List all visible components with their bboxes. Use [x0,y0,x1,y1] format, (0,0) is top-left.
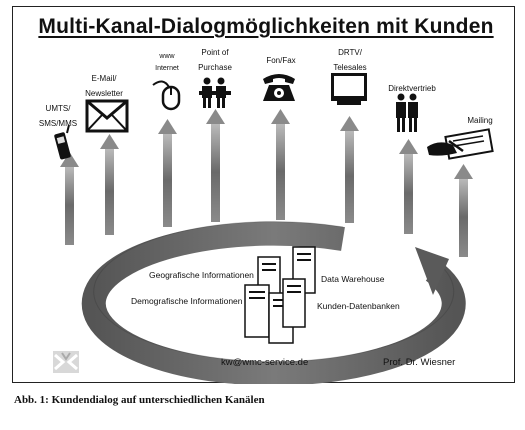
channel-arrows [60,109,473,257]
figure-frame: Multi-Kanal-Dialogmöglichkeiten mit Kund… [12,6,515,384]
label-umts: UMTS/SMS/MMS [38,104,78,128]
caption-label: Abb. 1: [14,394,49,406]
label-email: E-Mail/Newsletter [85,74,123,98]
diagram-canvas [53,73,494,384]
label-demografische-informationen: Demografische Informationen [131,296,243,306]
label-geografische-informationen: Geografische Informationen [149,270,254,280]
arrow-internet [158,119,177,227]
caption-text: Kundendialog auf unterschiedlichen Kanäl… [51,394,265,406]
ring-arrow-head [415,247,449,295]
arrow-mailing [454,164,473,257]
two-people-counter-icon [199,77,231,108]
telephone-icon [263,74,295,101]
arrow-email [100,134,119,235]
label-drtv: DRTV/Telesales [333,48,367,72]
arrow-drtv [340,116,359,223]
arrow-pos [206,109,225,222]
label-mailing: Mailing [467,116,493,125]
label-kunden-datenbanken: Kunden-Datenbanken [317,301,400,311]
server-stack-icon [244,246,316,344]
arrow-umts [60,152,79,245]
label-data-warehouse: Data Warehouse [321,274,385,284]
hand-writing-letter-icon [427,128,494,160]
label-direktvertrieb: Direktvertrieb [388,84,436,93]
envelope-icon [85,99,129,133]
author-name: Prof. Dr. Wiesner [383,357,456,368]
television-icon [331,73,367,105]
mouse-icon [152,80,181,111]
wmc-logo-icon [53,351,79,373]
two-people-icon [396,93,418,132]
arrow-fon [271,109,290,220]
figure-caption: Abb. 1: Kundendialog auf unterschiedlich… [14,394,265,406]
mobile-phone-icon [54,124,71,160]
diagram-title: Multi-Kanal-Dialogmöglichkeiten mit Kund… [38,15,494,38]
circular-arrow [81,221,466,384]
arrow-direkt [399,139,418,234]
contact-email: kw@wmc-service.de [221,357,309,368]
label-fon: Fon/Fax [266,56,296,65]
